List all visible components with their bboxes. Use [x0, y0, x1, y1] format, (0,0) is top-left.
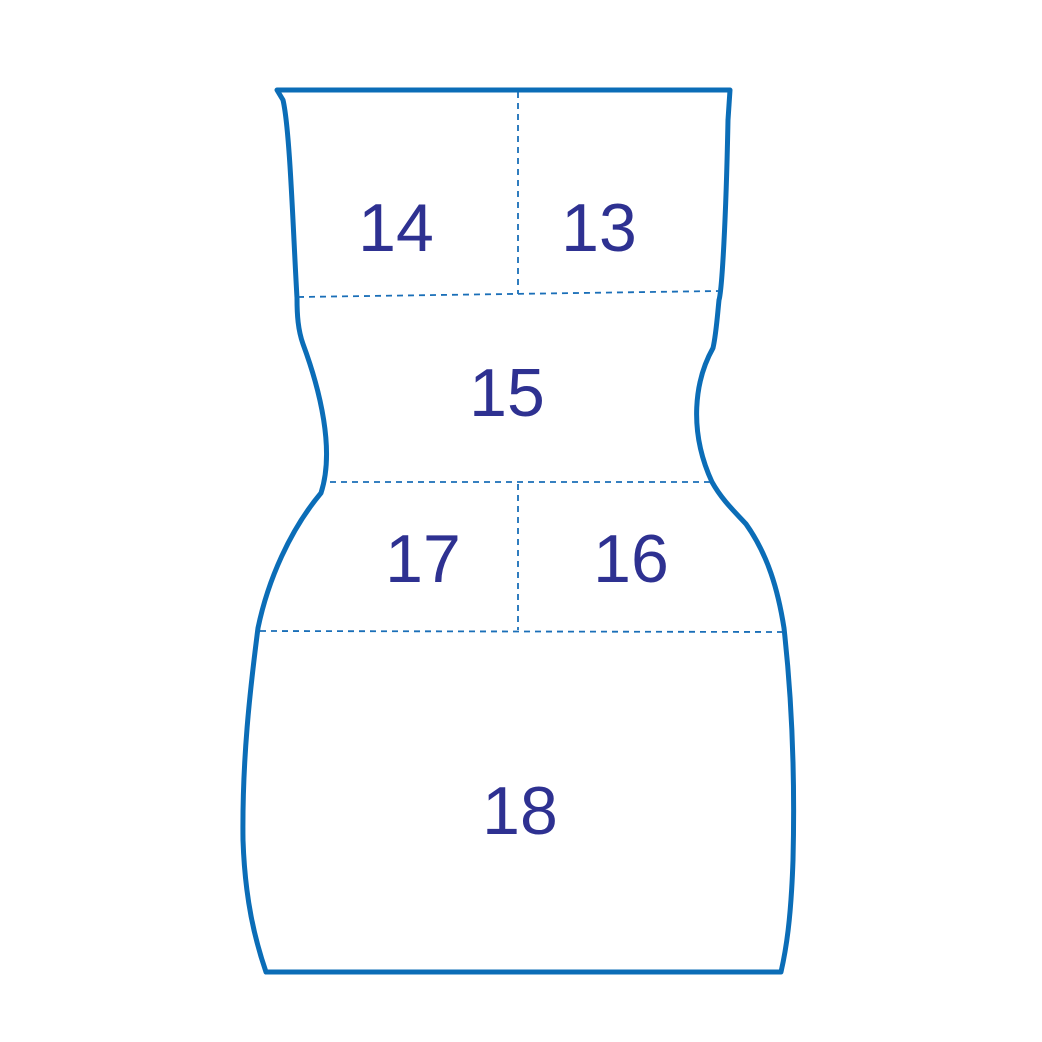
- zone-label-13: 13: [561, 190, 637, 266]
- divider-horizontal-lower: [259, 630, 785, 633]
- zone-label-16: 16: [593, 521, 669, 597]
- zone-label-17: 17: [385, 521, 461, 597]
- zone-label-15: 15: [469, 355, 545, 431]
- zone-label-14: 14: [358, 190, 434, 266]
- torso-outline: [240, 87, 797, 975]
- zone-label-18: 18: [482, 773, 558, 849]
- divider-horizontal-upper: [297, 290, 720, 298]
